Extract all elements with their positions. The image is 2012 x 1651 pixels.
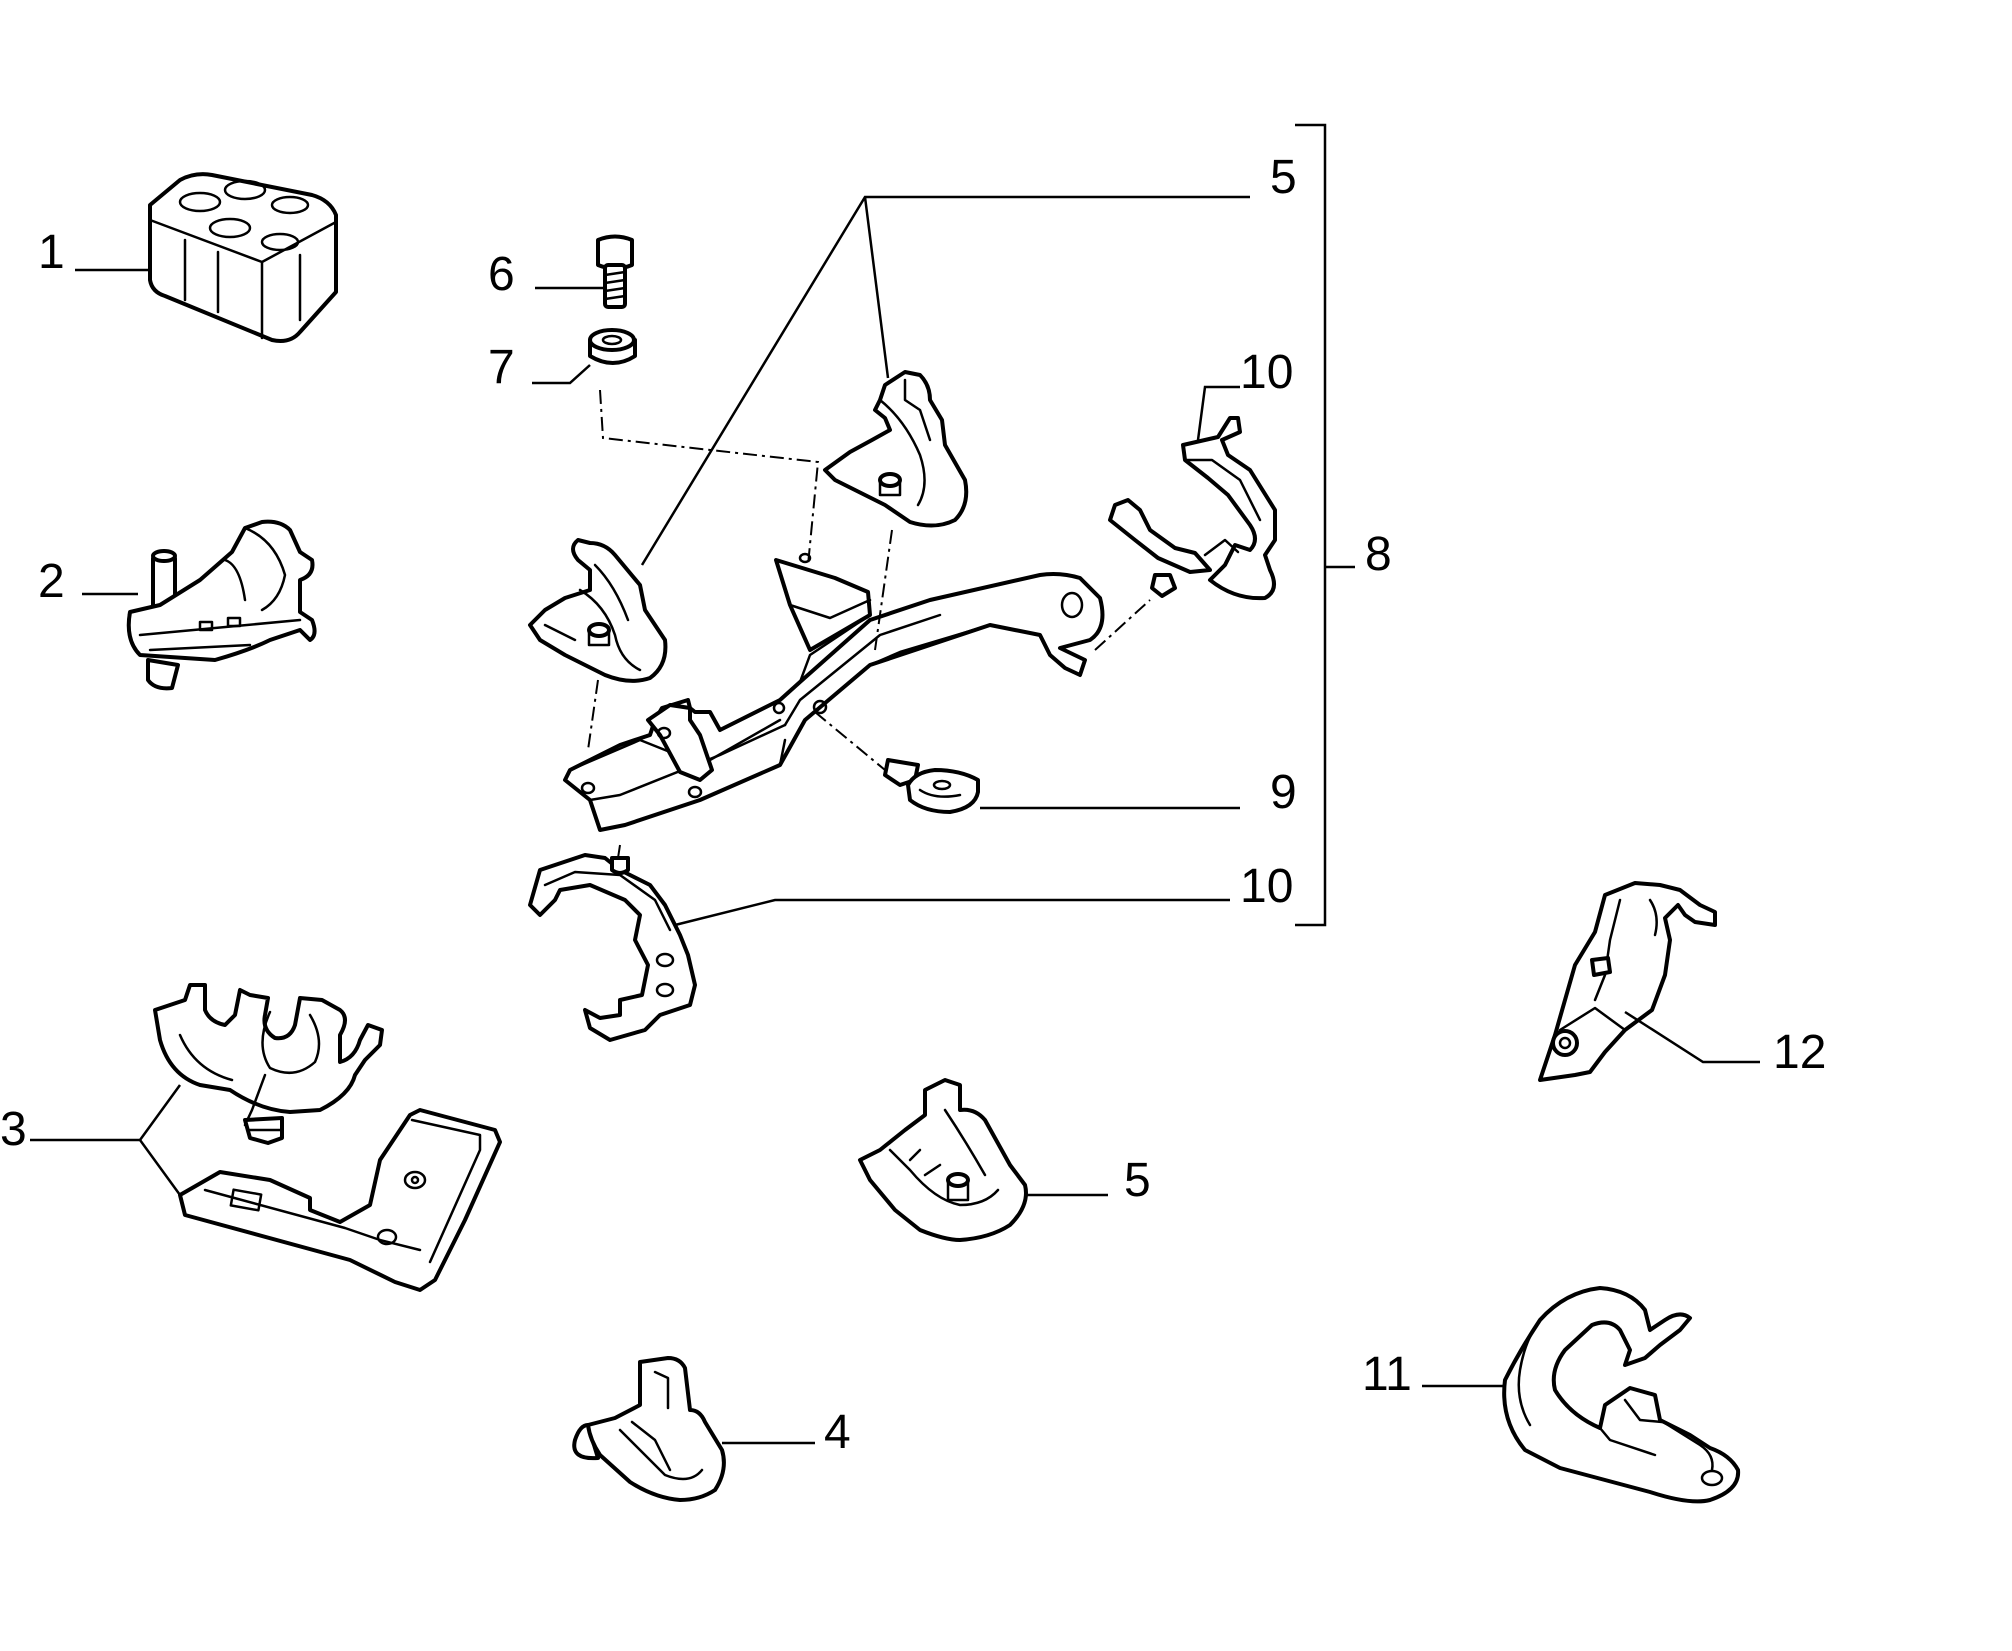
callout-5-top: 5	[1270, 151, 1297, 204]
part-5-clip-upper-right	[823, 370, 969, 528]
callout-1: 1	[38, 226, 65, 279]
part-9-bushing	[883, 758, 980, 814]
callout-9: 9	[1270, 766, 1297, 819]
part-8-main-bracket	[563, 552, 1105, 832]
part-5-loose-clip	[858, 1078, 1028, 1242]
callout-11: 11	[1362, 1348, 1412, 1401]
callout-3: 3	[0, 1103, 27, 1156]
callout-10-bottom: 10	[1240, 860, 1293, 913]
leader-10-bottom	[674, 898, 1230, 927]
callout-7: 7	[488, 341, 515, 394]
part-4-small-clip	[572, 1356, 726, 1502]
callout-2: 2	[38, 555, 65, 608]
leader-7	[532, 364, 591, 385]
part-7-washer	[588, 328, 637, 365]
group-bracket-8	[1295, 123, 1355, 927]
alignment-lines	[587, 389, 1151, 859]
part-12-bracket-clip	[1538, 881, 1717, 1082]
leader-3	[30, 1084, 182, 1196]
part-2-clip-with-stud	[126, 519, 317, 691]
part-10-clip-lower	[528, 853, 697, 1042]
callout-5-bottom: 5	[1124, 1154, 1151, 1207]
part-11-pipe-clamp	[1502, 1286, 1741, 1504]
callout-4: 4	[824, 1406, 851, 1459]
callout-12: 12	[1773, 1026, 1826, 1079]
part-10-clip-upper	[1108, 416, 1277, 601]
callout-6: 6	[488, 248, 515, 301]
leader-5-top	[640, 195, 1250, 566]
leader-10-top	[1196, 385, 1240, 441]
leader-12	[1624, 1010, 1760, 1064]
callout-10-top: 10	[1240, 346, 1293, 399]
callout-8: 8	[1365, 528, 1392, 581]
part-5-clip-upper-left	[528, 538, 668, 683]
part-1-grommet-block	[148, 172, 338, 343]
part-6-bolt	[596, 234, 634, 309]
part-3-double-clip-and-bracket	[153, 983, 502, 1292]
